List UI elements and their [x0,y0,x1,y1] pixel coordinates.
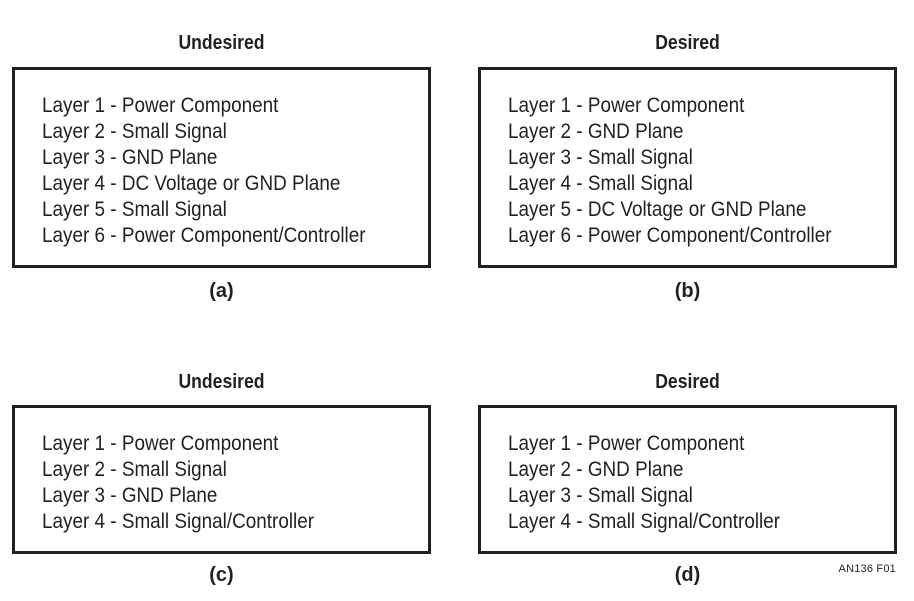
panel-b: Desired Layer 1 - Power Component Layer … [478,0,897,310]
layer-list: Layer 1 - Power Component Layer 2 - Smal… [42,431,344,535]
panel-caption: (b) [674,280,701,302]
layer-item: Layer 5 - Small Signal [42,198,227,221]
panel-c: Undesired Layer 1 - Power Component Laye… [12,0,431,601]
layer-item: Layer 4 - Small Signal/Controller [508,510,781,533]
layer-stack-box: Layer 1 - Power Component Layer 2 - Smal… [12,405,431,554]
layer-item: Layer 6 - Power Component/Controller [42,224,366,247]
layer-stack-box: Layer 1 - Power Component Layer 2 - Smal… [12,67,431,268]
layer-item: Layer 6 - Power Component/Controller [508,224,832,247]
layer-item: Layer 4 - Small Signal/Controller [42,510,315,533]
panel-caption: (d) [674,564,701,586]
figure-id: AN136 F01 [838,563,896,575]
layer-list: Layer 1 - Power Component Layer 2 - GND … [508,93,868,249]
panel-a: Undesired Layer 1 - Power Component Laye… [12,0,431,310]
layer-item: Layer 2 - Small Signal [42,458,227,481]
layer-item: Layer 3 - GND Plane [42,146,218,169]
layer-item: Layer 1 - Power Component [508,94,745,117]
panel-caption: (c) [209,564,234,586]
layer-item: Layer 1 - Power Component [508,432,745,455]
layer-list: Layer 1 - Power Component Layer 2 - Smal… [42,93,402,249]
layer-list: Layer 1 - Power Component Layer 2 - GND … [508,431,810,535]
layer-item: Layer 1 - Power Component [42,94,279,117]
panel-caption: (a) [209,280,234,302]
layer-item: Layer 4 - Small Signal [508,172,693,195]
layer-item: Layer 3 - Small Signal [508,146,693,169]
layer-item: Layer 2 - Small Signal [42,120,227,143]
layer-item: Layer 2 - GND Plane [508,458,684,481]
layer-item: Layer 5 - DC Voltage or GND Plane [508,198,807,221]
panel-title: Desired [655,32,720,54]
panel-title: Desired [655,371,720,393]
layer-item: Layer 3 - GND Plane [42,484,218,507]
layer-stack-box: Layer 1 - Power Component Layer 2 - GND … [478,405,897,554]
layer-item: Layer 3 - Small Signal [508,484,693,507]
layer-item: Layer 4 - DC Voltage or GND Plane [42,172,341,195]
panel-title: Undesired [178,371,265,393]
layer-item: Layer 2 - GND Plane [508,120,684,143]
layer-item: Layer 1 - Power Component [42,432,279,455]
layer-stack-box: Layer 1 - Power Component Layer 2 - GND … [478,67,897,268]
panel-title: Undesired [178,32,265,54]
panel-d: Desired Layer 1 - Power Component Layer … [478,0,897,601]
